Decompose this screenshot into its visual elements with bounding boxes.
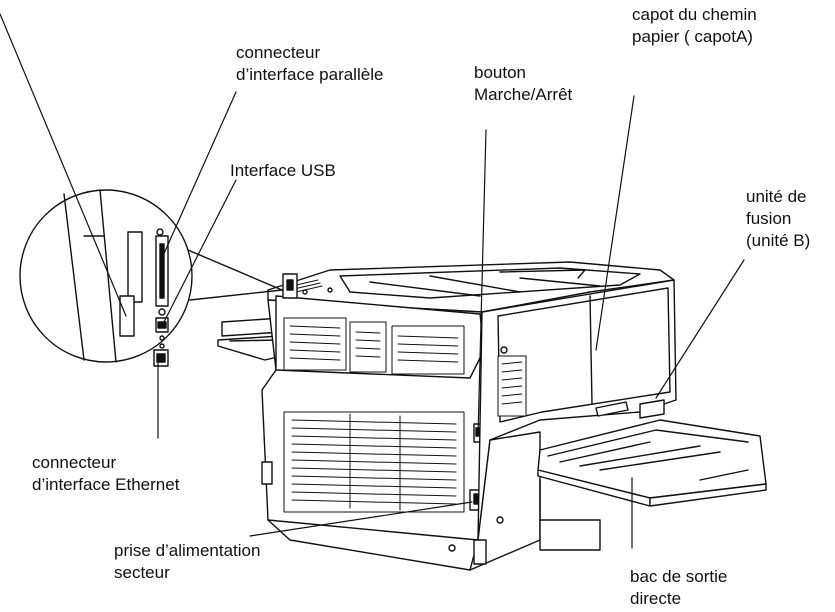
- label-power-button-line1: bouton: [474, 63, 526, 82]
- label-face-up-tray-line1: bac de sortie: [630, 567, 728, 586]
- connector-zoom-circle: [19, 189, 283, 367]
- leader-lines: [0, 13, 745, 549]
- label-fuser-line3: (unité B): [746, 231, 811, 250]
- label-ethernet-connector: connecteur d’interface Ethernet: [32, 452, 179, 496]
- label-usb-line1: Interface USB: [230, 161, 336, 180]
- label-ethernet-line2: d’interface Ethernet: [32, 475, 180, 494]
- label-parallel-connector: connecteur d’interface parallèle: [236, 42, 383, 86]
- label-face-up-tray-line2: directe: [630, 589, 682, 608]
- label-cover-a: capot du chemin papier ( capotA): [632, 4, 757, 48]
- label-power-button: bouton Marche/Arrêt: [474, 62, 572, 106]
- label-ac-inlet-line2: secteur: [114, 563, 170, 582]
- label-fuser-unit: unité de fusion (unité B): [746, 186, 810, 252]
- label-cover-a-line2: papier ( capotA): [632, 27, 753, 46]
- label-usb-interface: Interface USB: [230, 160, 336, 182]
- label-fuser-line2: fusion: [746, 209, 792, 228]
- label-ac-inlet-line1: prise d’alimentation: [114, 541, 261, 560]
- left-paper-tray: [217, 317, 283, 361]
- label-power-button-line2: Marche/Arrêt: [474, 85, 573, 104]
- label-parallel-line1: connecteur: [236, 43, 321, 62]
- face-up-tray: [537, 419, 767, 521]
- label-parallel-line2: d’interface parallèle: [236, 65, 384, 84]
- label-face-up-tray: bac de sortie directe: [630, 566, 727, 610]
- label-cover-a-line1: capot du chemin: [632, 5, 757, 24]
- label-ethernet-line1: connecteur: [32, 453, 117, 472]
- printer-body: [261, 261, 677, 571]
- label-ac-inlet: prise d’alimentation secteur: [114, 540, 260, 584]
- label-fuser-line1: unité de: [746, 187, 807, 206]
